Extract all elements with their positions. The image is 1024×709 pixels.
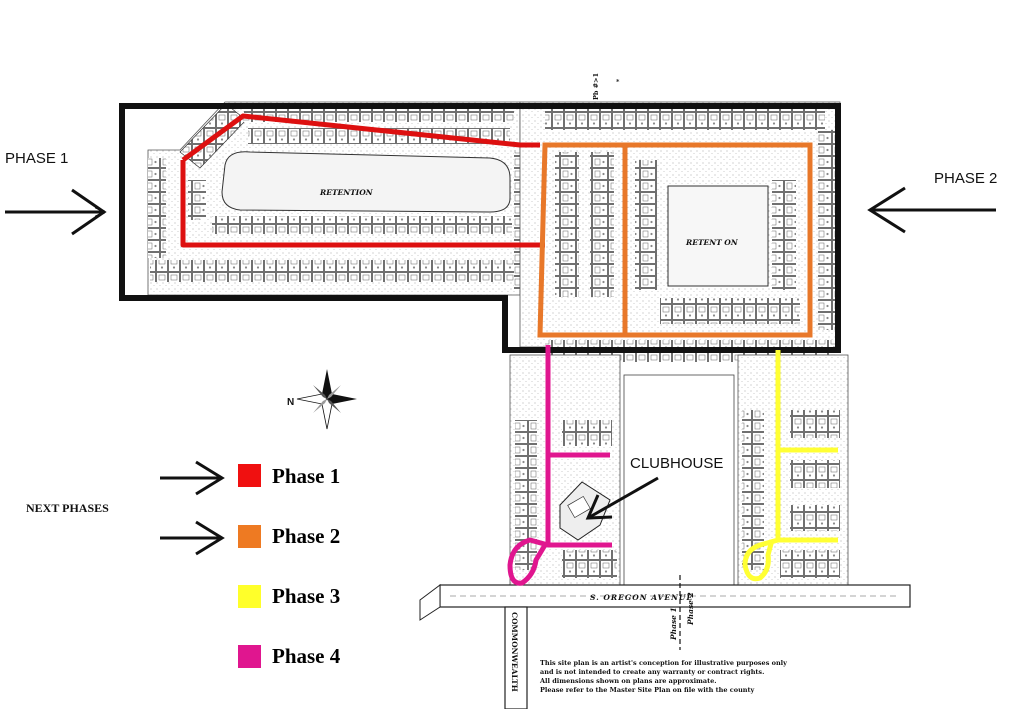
phase4-route (507, 345, 612, 586)
legend-arrow-phase2 (160, 520, 225, 556)
clubhouse-arrow-head (585, 494, 613, 520)
legend-swatch-phase4 (238, 645, 261, 668)
legend-item-phase1: Phase 1 (160, 460, 340, 496)
lots-east-column-a (555, 152, 579, 297)
legend-label-phase3: Phase 3 (272, 584, 340, 608)
legend-label-phase1: Phase 1 (272, 464, 340, 488)
legend-item-phase2: Phase 2 (160, 520, 340, 556)
retention-pond-east (667, 185, 769, 287)
road-commonwealth (504, 606, 528, 709)
svg-text:N: N (287, 397, 294, 408)
lots-east-column-e (818, 130, 838, 330)
lots-south-east-row-a (790, 410, 840, 438)
site-plan-east: RETENT ON (519, 101, 841, 362)
phase1-callout-label: PHASE 1 (5, 150, 68, 167)
plat-note-star: * (616, 78, 620, 86)
clubhouse-label: CLUBHOUSE (630, 455, 723, 472)
south-center-open-lot (623, 374, 735, 586)
road-commonwealth-label: COMMONWEALTH (510, 612, 519, 692)
clubhouse-arrow (587, 476, 659, 520)
phase2-arrow-head (867, 186, 906, 234)
phase2-route (537, 142, 813, 338)
phase2-callout-label: PHASE 2 (934, 170, 997, 187)
roads: COMMONWEALTH S. OREGON AVENUE Phase 1 Ph… (419, 575, 911, 709)
disclaimer-line-2: and is not intended to create any warran… (540, 668, 764, 676)
legend: Phase 1 Phase 2 Phase 3 Phase 4 (160, 460, 341, 668)
phase1-route (180, 113, 545, 248)
lots-south-east-row-d (780, 550, 840, 578)
legend-swatch-phase1 (238, 464, 261, 487)
lots-east-bottom-row (660, 298, 800, 324)
lots-south-west-row-b (562, 550, 617, 578)
disclaimer-line-3: All dimensions shown on plans are approx… (539, 677, 717, 685)
lots-south-east-column (742, 410, 764, 570)
lots-east-column-b (590, 152, 614, 297)
lots-east-column-d (772, 180, 796, 290)
legend-arrow-phase1 (160, 460, 225, 496)
disclaimer-block: This site plan is an artist's conception… (539, 659, 787, 694)
lots-south-east-row-b (790, 460, 840, 488)
lots-left-inner-column (188, 180, 206, 220)
lots-south-west-row-a (562, 420, 612, 446)
phase-divider-label-2: Phase 2 (686, 592, 695, 626)
legend-swatch-phase3 (238, 585, 261, 608)
legend-item-phase3: Phase 3 (238, 584, 340, 608)
retention-east-label: RETENT ON (685, 238, 739, 247)
lots-south-west-column (515, 420, 537, 570)
phase3-route (742, 350, 838, 582)
legend-label-phase4: Phase 4 (272, 644, 341, 668)
legend-item-phase4: Phase 4 (238, 644, 341, 668)
lots-east-column-c (635, 160, 657, 290)
disclaimer-line-1: This site plan is an artist's conception… (540, 659, 787, 667)
plat-note: Pb #>1 (592, 73, 600, 100)
compass-rose-icon: N (287, 369, 357, 430)
site-plan-base: RETENTION (147, 101, 534, 296)
phase1-boundary (119, 103, 841, 353)
legend-label-phase2: Phase 2 (272, 524, 340, 548)
disclaimer-line-4: Please refer to the Master Site Plan on … (540, 686, 755, 694)
lots-mid-row (212, 216, 512, 234)
retention-pond-west (221, 151, 511, 213)
clubhouse-pool (567, 495, 591, 519)
lots-south-east-row-c (790, 505, 840, 531)
lots-east-top-row (545, 108, 825, 130)
lots-bottom-row-west (150, 260, 522, 282)
road-oregon-label: S. OREGON AVENUE (590, 593, 693, 602)
lots-top-row-inner (248, 128, 510, 144)
lots-left-column (148, 158, 166, 258)
road-oregon-west-stub (419, 584, 441, 621)
phase1-arrow-head (71, 188, 107, 236)
retention-west-label: RETENTION (319, 188, 374, 197)
next-phases-label: NEXT PHASES (26, 501, 109, 515)
legend-swatch-phase2 (238, 525, 261, 548)
phase-divider-label-1: Phase 1 (669, 607, 678, 641)
